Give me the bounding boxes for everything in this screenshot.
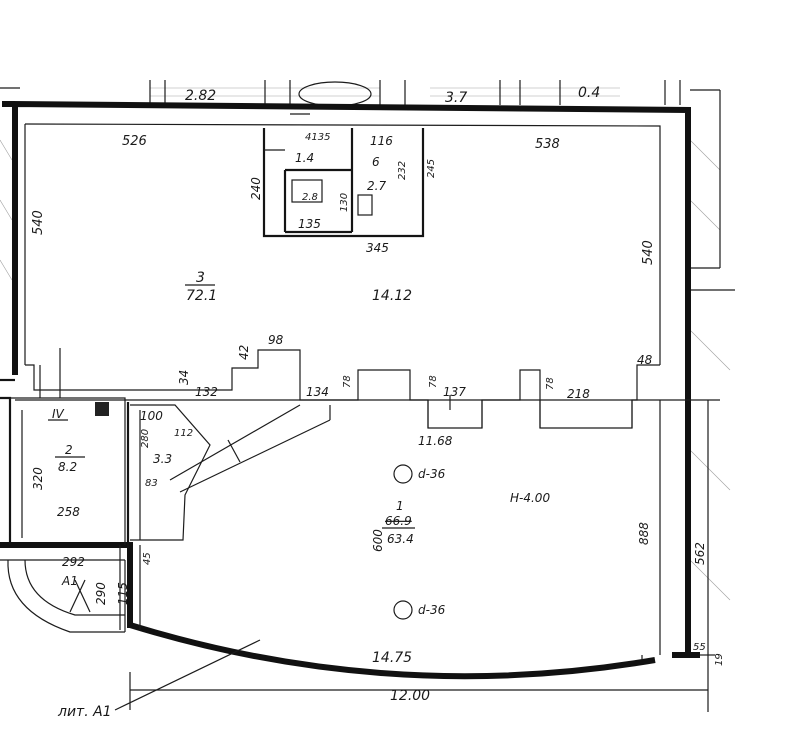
curved-facade-wall <box>129 622 656 680</box>
annex-a1 <box>0 559 126 633</box>
room-1-number: 1 <box>396 499 404 513</box>
plan-labels: 2.82 3.7 0.4 526 538 4135 116 245 232 24… <box>31 85 725 720</box>
dim-83: 83 <box>145 478 158 489</box>
dim-12-00: 12.00 <box>390 688 430 704</box>
dim-218: 218 <box>567 387 590 401</box>
dim-526: 526 <box>122 134 147 149</box>
room-3-number: 3 <box>196 270 205 286</box>
dim-14-12: 14.12 <box>372 288 412 304</box>
dim-345: 345 <box>366 241 389 255</box>
columns <box>393 464 413 620</box>
room-6-area: 2.7 <box>367 179 386 193</box>
dim-132: 132 <box>195 385 218 399</box>
room-1-area-old: 66.9 <box>385 514 412 528</box>
dim-538: 538 <box>535 137 560 152</box>
dim-48: 48 <box>637 353 653 367</box>
annex-label: А1 <box>61 574 78 588</box>
dim-540-right: 540 <box>641 240 656 265</box>
dim-top-mid: 3.7 <box>445 90 467 106</box>
dim-100: 100 <box>140 409 163 423</box>
dim-top-right: 0.4 <box>578 85 600 101</box>
dim-562: 562 <box>693 542 707 565</box>
stair-room-area: 3.3 <box>153 452 172 466</box>
dim-135: 135 <box>298 217 321 231</box>
inner-walls <box>0 113 720 660</box>
dim-137: 137 <box>443 385 466 399</box>
dim-130: 130 <box>339 193 350 212</box>
room-3-area: 72.1 <box>186 288 217 304</box>
dim-55: 55 <box>693 642 706 653</box>
dim-78-b: 78 <box>428 375 439 388</box>
dim-292: 292 <box>62 555 85 569</box>
room-2-number: 2 <box>65 443 73 457</box>
dim-34: 34 <box>177 370 191 385</box>
room-6-number: 6 <box>372 155 380 169</box>
dimension-lines <box>114 395 715 712</box>
dim-19: 19 <box>714 653 725 666</box>
dim-78-a: 78 <box>342 375 353 388</box>
lit-a1-caption: лит. А1 <box>57 704 112 720</box>
dim-115: 115 <box>116 582 130 605</box>
room-iv-roman: IV <box>52 407 65 421</box>
dim-258: 258 <box>57 505 80 519</box>
dim-42: 42 <box>237 345 251 360</box>
background-hatching <box>0 87 731 601</box>
dim-134: 134 <box>306 385 329 399</box>
column-2-label: d-36 <box>418 603 446 617</box>
column-marker-square <box>95 402 109 416</box>
dim-540-left: 540 <box>31 210 46 235</box>
dim-112: 112 <box>174 428 193 439</box>
dim-280: 280 <box>140 429 151 448</box>
dim-11-68: 11.68 <box>418 434 453 448</box>
dim-320: 320 <box>31 467 45 490</box>
dim-600: 600 <box>371 529 385 552</box>
dim-116: 116 <box>370 134 393 148</box>
dim-888: 888 <box>637 522 651 545</box>
outer-walls <box>0 100 700 680</box>
column-1-label: d-36 <box>418 467 446 481</box>
column-circle-1 <box>393 464 413 484</box>
column-circle-2 <box>393 600 413 620</box>
dim-98: 98 <box>268 333 284 347</box>
dim-245: 245 <box>426 159 437 178</box>
room-1-area: 63.4 <box>387 532 414 546</box>
dim-232: 232 <box>397 161 408 180</box>
dim-14-75: 14.75 <box>372 650 412 666</box>
dim-4135: 4135 <box>305 132 330 143</box>
top-adjacent-walls <box>0 80 735 291</box>
height-label: H-4.00 <box>510 491 550 505</box>
dim-78-c: 78 <box>545 377 556 390</box>
room-5-area: 2.8 <box>302 192 318 203</box>
dim-240: 240 <box>249 177 263 200</box>
room-4-area: 1.4 <box>295 151 314 165</box>
room-2-area: 8.2 <box>58 460 77 474</box>
dim-45: 45 <box>142 552 153 565</box>
dim-290: 290 <box>94 582 108 605</box>
dim-top-left: 2.82 <box>185 88 216 104</box>
